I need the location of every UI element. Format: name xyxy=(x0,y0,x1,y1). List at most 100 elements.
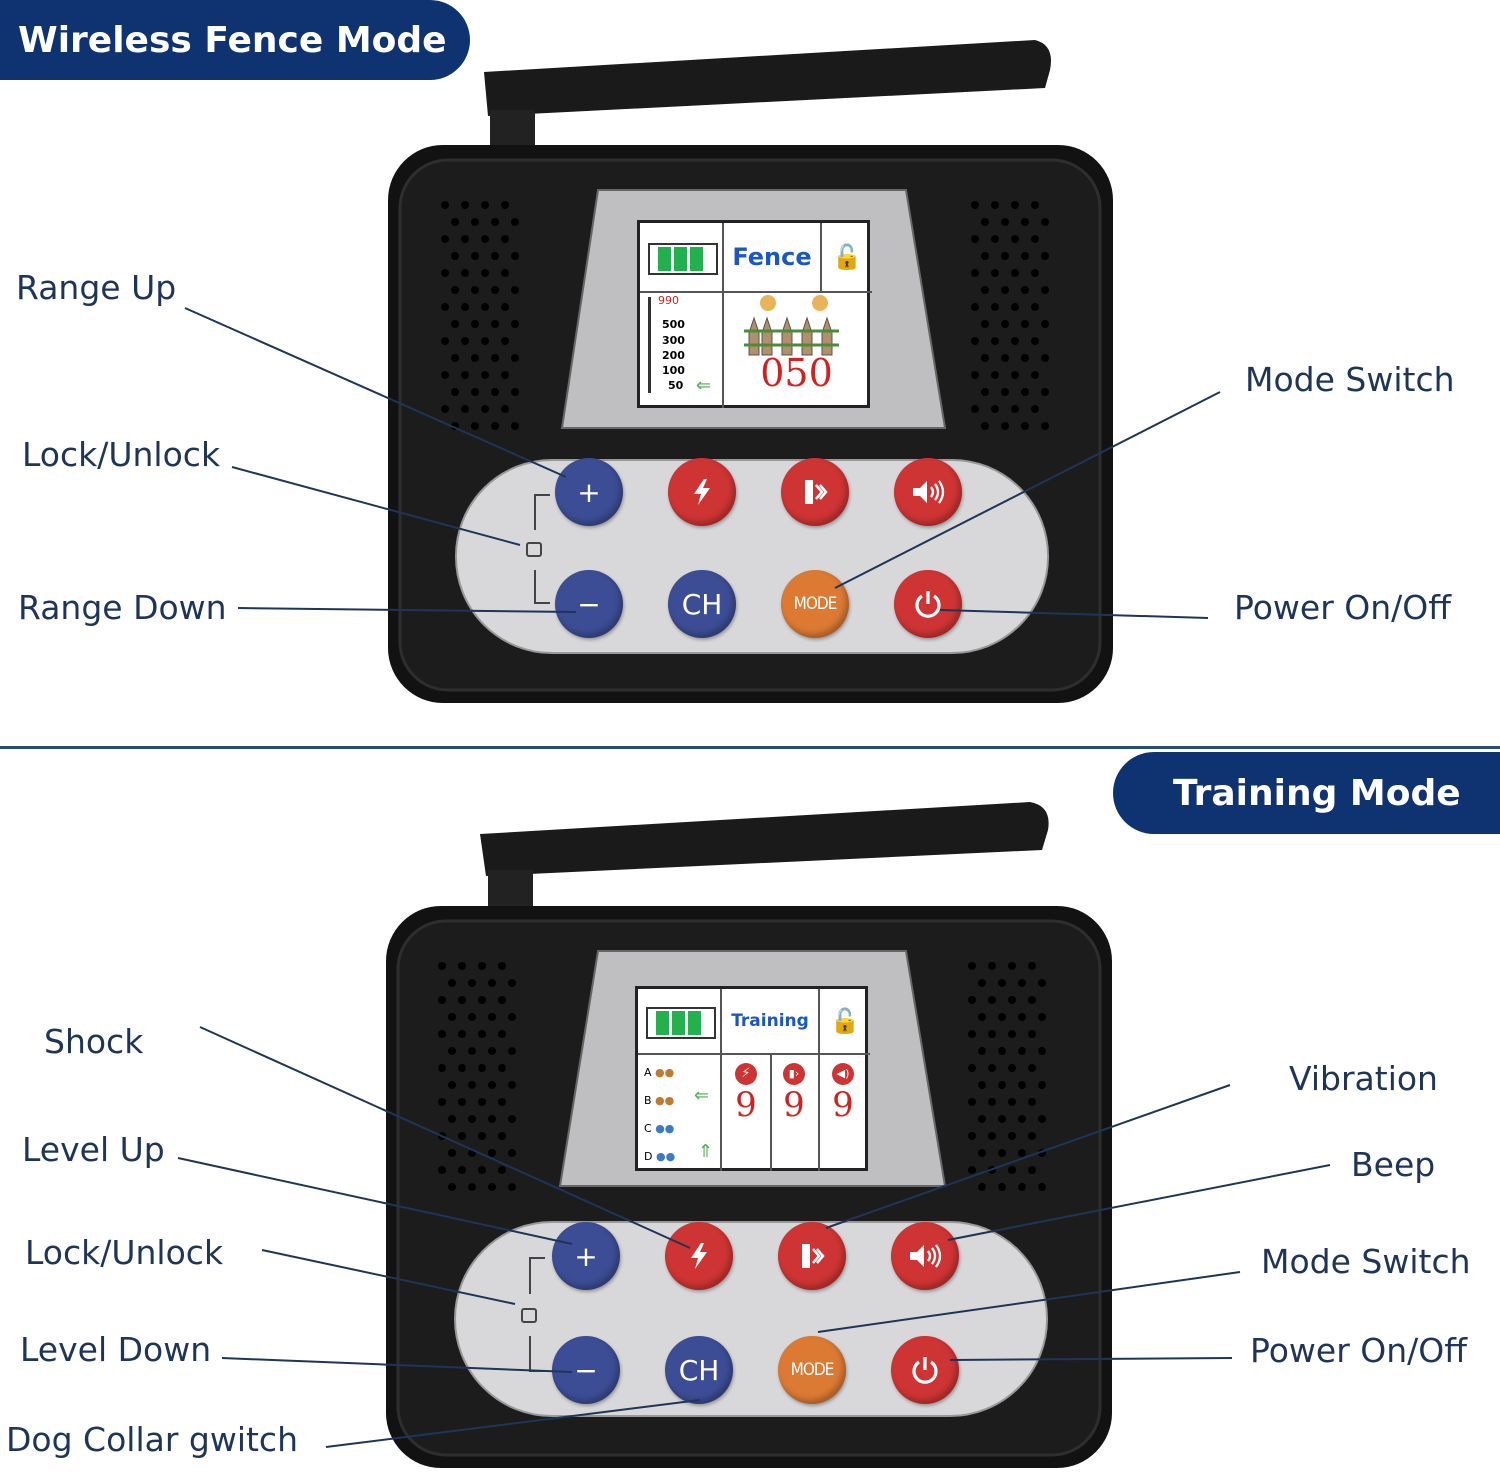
speaker-hole xyxy=(1028,996,1036,1004)
speaker-hole xyxy=(1001,252,1009,260)
speaker-hole xyxy=(471,286,479,294)
ch-button[interactable]: CH xyxy=(665,1336,733,1404)
dog-icon: ●● xyxy=(655,1066,675,1079)
speaker-hole xyxy=(978,1115,986,1123)
speaker-hole xyxy=(1031,269,1039,277)
speaker-hole xyxy=(508,1149,516,1157)
speaker-hole xyxy=(1028,962,1036,970)
speaker-hole xyxy=(971,235,979,243)
beep-button[interactable] xyxy=(894,458,962,526)
fence-icon xyxy=(744,295,839,356)
speaker-hole xyxy=(1001,320,1009,328)
speaker-hole xyxy=(1001,388,1009,396)
speaker-hole xyxy=(451,218,459,226)
training-mode-title: Training Mode xyxy=(1173,772,1461,814)
power-button[interactable] xyxy=(891,1336,959,1404)
dog-icon: ●● xyxy=(655,1150,676,1163)
speaker-hole xyxy=(501,201,509,209)
power-button[interactable] xyxy=(894,570,962,638)
speaker-hole xyxy=(451,354,459,362)
speaker-hole xyxy=(988,996,996,1004)
label-level-down: Level Down xyxy=(20,1330,212,1369)
range-scale: 990 500 300 200 100 50 ⇐ xyxy=(640,293,724,408)
speaker-hole xyxy=(501,337,509,345)
vibration-button[interactable] xyxy=(778,1222,846,1290)
unlock-icon: 🔓 xyxy=(818,989,870,1055)
speaker-hole xyxy=(1038,979,1046,987)
speaker-hole xyxy=(981,388,989,396)
beep-level-column: ◀) 9 xyxy=(818,1055,868,1171)
speaker-hole xyxy=(1001,218,1009,226)
speaker-hole xyxy=(988,1166,996,1174)
speaker-hole xyxy=(1008,1064,1016,1072)
shock-button[interactable] xyxy=(665,1222,733,1290)
shock-button[interactable] xyxy=(668,458,736,526)
speaker-hole xyxy=(968,1166,976,1174)
label-mode-switch: Mode Switch xyxy=(1261,1242,1471,1281)
speaker-hole xyxy=(1018,1081,1026,1089)
scale-label: 990 xyxy=(658,294,679,307)
speaker-hole xyxy=(971,337,979,345)
dog-collar-item: D ●● xyxy=(644,1150,676,1163)
level-down-button[interactable]: − xyxy=(552,1336,620,1404)
label-dog-collar-switch: Dog Collar gwitch xyxy=(6,1420,298,1459)
speaker-hole xyxy=(511,252,519,260)
vibration-icon: ▮› xyxy=(783,1063,805,1085)
speaker-hole xyxy=(488,1047,496,1055)
speaker-hole xyxy=(998,1183,1006,1191)
speaker-hole xyxy=(448,1115,456,1123)
vibration-level: 9 xyxy=(783,1085,805,1125)
speaker-hole xyxy=(441,269,449,277)
speaker-hole xyxy=(1021,286,1029,294)
power-icon xyxy=(915,591,941,618)
range-up-button[interactable]: + xyxy=(555,458,623,526)
speaker-hole xyxy=(451,320,459,328)
speaker-hole xyxy=(998,979,1006,987)
label-range-up: Range Up xyxy=(16,268,177,307)
level-up-button[interactable]: + xyxy=(552,1222,620,1290)
speaker-hole xyxy=(1028,1064,1036,1072)
speaker-hole xyxy=(498,1098,506,1106)
speaker-hole xyxy=(481,201,489,209)
speaker-hole xyxy=(978,1081,986,1089)
speaker-hole xyxy=(471,388,479,396)
mode-button[interactable]: MODE xyxy=(778,1336,846,1404)
speaker-hole xyxy=(501,235,509,243)
fence-mode-banner: Wireless Fence Mode xyxy=(0,0,470,80)
screen-mode-label: Training xyxy=(722,989,818,1055)
speaker-hole xyxy=(458,996,466,1004)
speaker-hole xyxy=(981,218,989,226)
scale-label: 50 xyxy=(668,379,684,392)
speaker-hole xyxy=(478,1098,486,1106)
speaker-hole xyxy=(1021,422,1029,430)
speaker-hole xyxy=(971,269,979,277)
speaker-hole xyxy=(478,1064,486,1072)
shock-icon: ⚡ xyxy=(735,1063,757,1085)
scale-label: 300 xyxy=(662,334,685,347)
ch-label: CH xyxy=(681,587,723,621)
speaker-hole xyxy=(988,1132,996,1140)
battery-icon xyxy=(640,223,724,293)
beep-button[interactable] xyxy=(891,1222,959,1290)
dog-icon: ●● xyxy=(655,1122,675,1135)
mode-button[interactable]: MODE xyxy=(781,570,849,638)
vibration-button[interactable] xyxy=(781,458,849,526)
speaker-hole xyxy=(481,405,489,413)
speaker-hole xyxy=(511,286,519,294)
speaker-hole xyxy=(1001,286,1009,294)
speaker-hole xyxy=(498,1030,506,1038)
speaker-hole xyxy=(451,422,459,430)
speaker-hole xyxy=(981,252,989,260)
speaker-hole xyxy=(438,962,446,970)
speaker-hole xyxy=(471,252,479,260)
speaker-hole xyxy=(508,1183,516,1191)
speaker-hole xyxy=(491,388,499,396)
ch-button[interactable]: CH xyxy=(668,570,736,638)
plus-icon: + xyxy=(574,1239,598,1273)
speaker-hole xyxy=(491,422,499,430)
speaker-hole xyxy=(438,1030,446,1038)
speaker-hole xyxy=(1011,235,1019,243)
range-down-button[interactable]: − xyxy=(555,570,623,638)
speaker-hole xyxy=(498,962,506,970)
speaker-hole xyxy=(438,1132,446,1140)
